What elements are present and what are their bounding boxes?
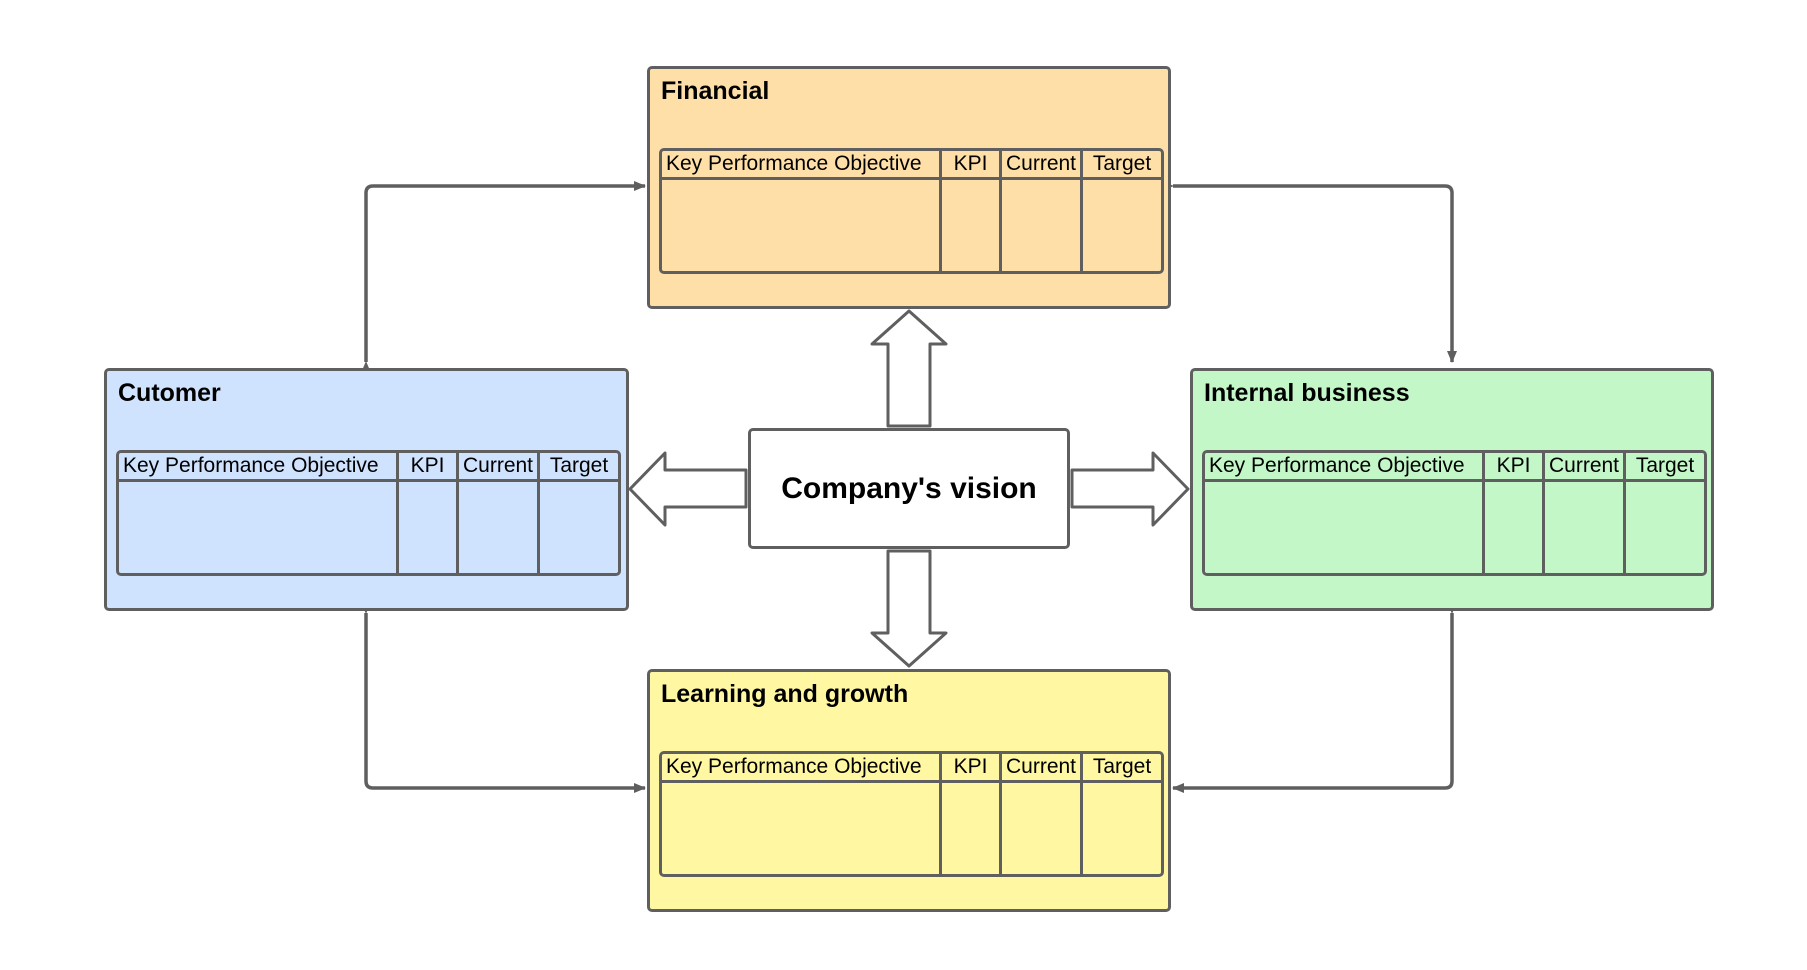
target-cell — [1083, 180, 1161, 271]
arrow-right-to-internal — [1070, 451, 1190, 527]
objective-cell — [119, 482, 399, 573]
current-cell — [1002, 180, 1083, 271]
financial-internal-connector — [1162, 181, 1457, 363]
target-cell — [540, 482, 618, 573]
kpi-cell — [399, 482, 459, 573]
target-cell — [1626, 482, 1704, 573]
current-header: Current — [1545, 453, 1626, 482]
objective-header: Key Performance Objective — [1205, 453, 1485, 482]
target-cell — [1083, 783, 1161, 874]
target-header: Target — [1083, 151, 1161, 180]
panel-title: Financial — [661, 77, 770, 105]
current-header: Current — [1002, 754, 1083, 783]
target-header: Target — [1083, 754, 1161, 783]
kpi-table: Key Performance Objective KPI Current Ta… — [659, 148, 1164, 274]
current-header: Current — [1002, 151, 1083, 180]
current-header: Current — [459, 453, 540, 482]
customer-financial-connector — [361, 181, 646, 373]
panel-title: Cutomer — [118, 379, 221, 407]
current-cell — [459, 482, 540, 573]
kpi-table: Key Performance Objective KPI Current Ta… — [116, 450, 621, 576]
arrow-down-to-learning — [870, 549, 948, 668]
kpi-header: KPI — [1485, 453, 1545, 482]
internal-business-panel: Internal business Key Performance Object… — [1190, 368, 1714, 611]
customer-panel: Cutomer Key Performance Objective KPI Cu… — [104, 368, 629, 611]
objective-cell — [1205, 482, 1485, 573]
financial-panel: Financial Key Performance Objective KPI … — [647, 66, 1171, 309]
customer-learning-connector — [361, 602, 646, 793]
internal-learning-connector — [1172, 602, 1457, 793]
panel-title: Learning and growth — [661, 680, 909, 708]
kpi-cell — [942, 180, 1002, 271]
panel-title: Internal business — [1204, 379, 1410, 407]
kpi-header: KPI — [942, 754, 1002, 783]
company-vision-box: Company's vision — [748, 428, 1070, 549]
target-header: Target — [540, 453, 618, 482]
objective-cell — [662, 783, 942, 874]
objective-header: Key Performance Objective — [662, 754, 942, 783]
kpi-cell — [942, 783, 1002, 874]
objective-cell — [662, 180, 942, 271]
current-cell — [1545, 482, 1626, 573]
kpi-cell — [1485, 482, 1545, 573]
objective-header: Key Performance Objective — [119, 453, 399, 482]
arrow-up-to-financial — [870, 309, 948, 428]
kpi-header: KPI — [942, 151, 1002, 180]
learning-growth-panel: Learning and growth Key Performance Obje… — [647, 669, 1171, 912]
kpi-header: KPI — [399, 453, 459, 482]
kpi-table: Key Performance Objective KPI Current Ta… — [659, 751, 1164, 877]
kpi-table: Key Performance Objective KPI Current Ta… — [1202, 450, 1707, 576]
arrow-left-to-customer — [628, 451, 748, 527]
current-cell — [1002, 783, 1083, 874]
objective-header: Key Performance Objective — [662, 151, 942, 180]
target-header: Target — [1626, 453, 1704, 482]
